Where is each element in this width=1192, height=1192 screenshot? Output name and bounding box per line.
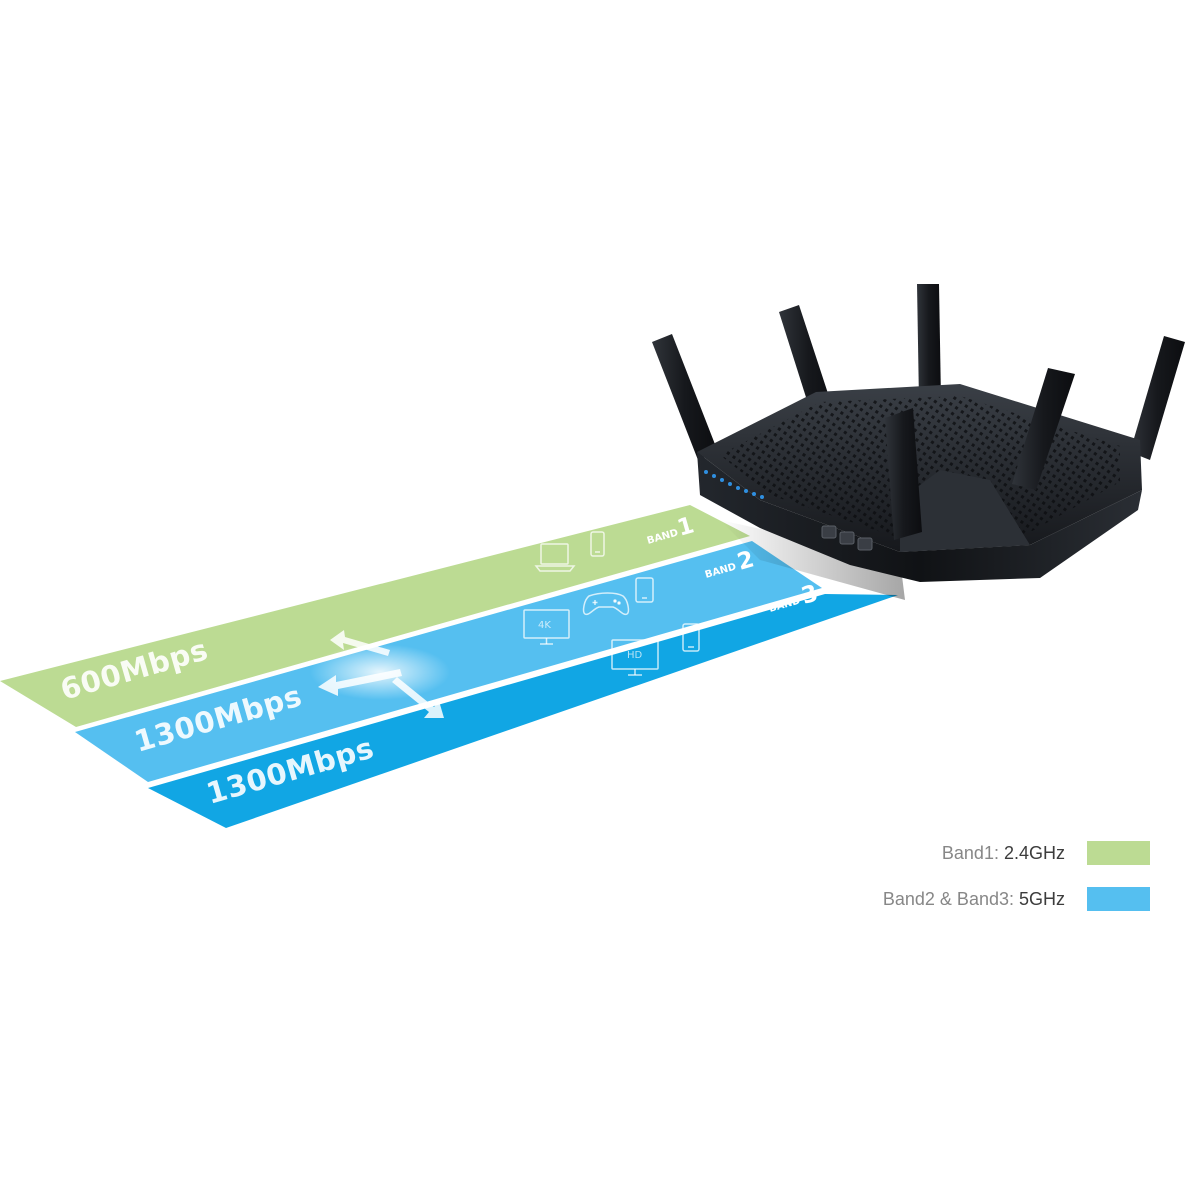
band-1-number: 1	[674, 512, 697, 541]
wifi-button	[839, 531, 855, 545]
band-2-number: 2	[734, 546, 757, 575]
tv-hd-icon: HD	[611, 639, 659, 676]
legend-label-text: Band1:	[941, 842, 1004, 863]
led-button	[857, 537, 873, 551]
wps-button	[821, 525, 837, 539]
band-strips	[0, 505, 905, 828]
tv-4k-label: 4K	[538, 620, 551, 631]
legend-label-band1: Band1: 2.4GHz	[942, 843, 1065, 864]
band-3-number: 3	[798, 580, 821, 609]
router-mesh	[720, 396, 1120, 540]
legend-row-band1: Band1: 2.4GHz	[942, 841, 1150, 865]
router-front-panel	[697, 452, 1142, 582]
tablet-icon	[682, 623, 700, 652]
band-2-icons: 4K	[523, 577, 654, 645]
legend-swatch-band2-band3	[1087, 887, 1150, 911]
band-1-icons	[534, 531, 605, 572]
tv-4k-icon: 4K	[523, 609, 570, 645]
band-3-strip	[148, 594, 898, 828]
antenna	[1130, 336, 1185, 460]
router-image	[652, 284, 1185, 582]
router-shadow	[720, 520, 905, 600]
band-3-icons: HD	[611, 623, 700, 676]
band-2-strip	[75, 541, 822, 782]
router-center-ridge	[900, 470, 1030, 552]
laptop-icon	[534, 543, 576, 572]
tv-hd-label: HD	[627, 650, 643, 661]
band-steering-arrows	[310, 630, 450, 718]
tablet-icon	[635, 577, 654, 603]
legend-row-band2-band3: Band2 & Band3: 5GHz	[883, 887, 1150, 911]
antenna	[652, 334, 718, 460]
arrows-icon	[318, 630, 444, 718]
legend-value: 2.4GHz	[1003, 842, 1065, 863]
smartphone-icon	[590, 531, 605, 557]
antenna	[917, 284, 941, 402]
legend-swatch-band1	[1087, 841, 1150, 865]
band-1-strip	[0, 505, 750, 727]
antenna	[885, 408, 922, 540]
antenna	[1012, 368, 1075, 490]
legend-value: 5GHz	[1018, 888, 1065, 909]
gamepad-icon	[582, 592, 630, 616]
legend-label-text: Band2 & Band3:	[882, 888, 1019, 909]
legend-label-band2-band3: Band2 & Band3: 5GHz	[883, 889, 1065, 910]
status-leds	[704, 470, 764, 499]
router-buttons	[821, 525, 873, 551]
